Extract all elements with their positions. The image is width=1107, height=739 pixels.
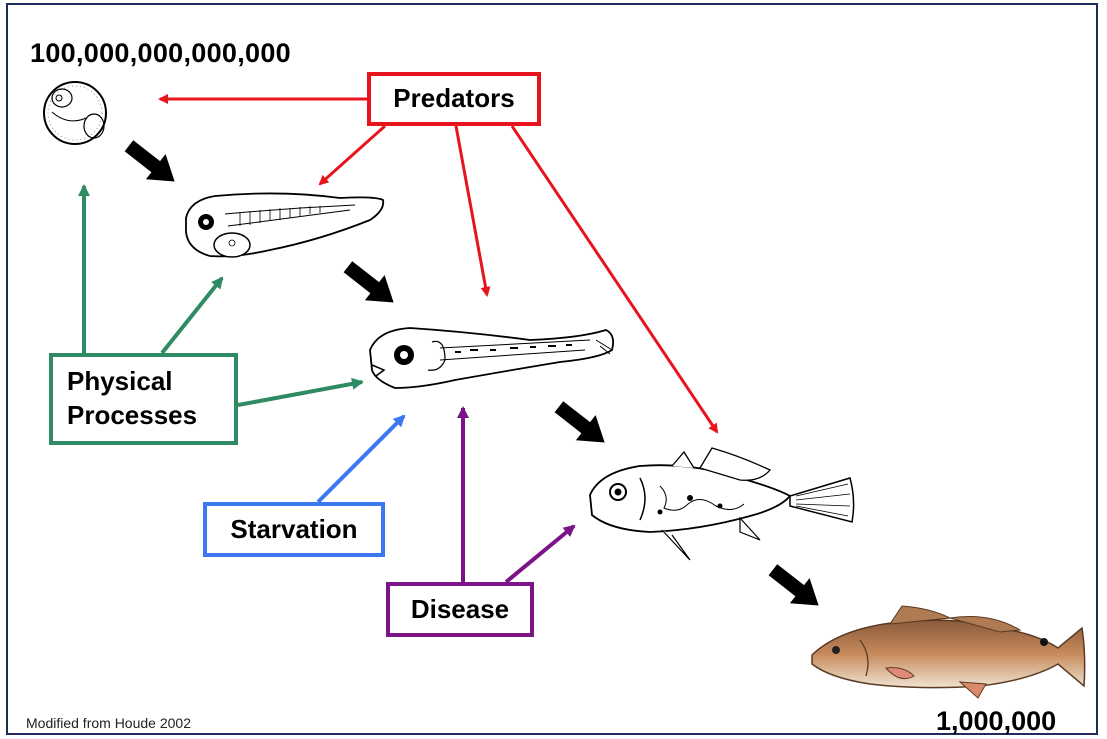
predator-arrow-yolk-larva [320, 126, 385, 184]
progression-arrow-larva-to-juvenile [549, 394, 614, 455]
juvenile-fish-icon [590, 448, 854, 560]
larva-icon [370, 328, 613, 388]
starvation-arrow [318, 416, 404, 502]
physical-arrow-larva [238, 382, 362, 405]
disease-arrows [463, 408, 574, 582]
predator-arrow-juvenile [512, 126, 717, 432]
disease-box: Disease [386, 582, 534, 637]
predators-label: Predators [393, 82, 514, 116]
progression-arrow-juvenile-to-adult [763, 557, 828, 618]
source-credit: Modified from Houde 2002 [26, 715, 191, 731]
starvation-label: Starvation [230, 513, 357, 547]
initial-count: 100,000,000,000,000 [30, 38, 291, 69]
progression-arrow-yolk-to-larva [338, 254, 403, 315]
physical-arrow-yolk-larva [162, 278, 222, 353]
egg-icon [44, 82, 106, 144]
starvation-box: Starvation [203, 502, 385, 557]
adult-fish-icon [812, 606, 1085, 698]
predator-arrow-larva [456, 126, 487, 295]
yolk-sac-larva-icon [186, 193, 383, 257]
physical-processes-label-line1: Physical [67, 365, 197, 399]
final-count: 1,000,000 [936, 706, 1056, 737]
predators-box: Predators [367, 72, 541, 126]
physical-processes-label-line2: Processes [67, 399, 197, 433]
disease-arrow-juvenile [506, 526, 574, 582]
progression-arrow-egg-to-yolk [119, 133, 184, 194]
disease-label: Disease [411, 593, 509, 627]
physical-processes-box: Physical Processes [49, 353, 238, 445]
